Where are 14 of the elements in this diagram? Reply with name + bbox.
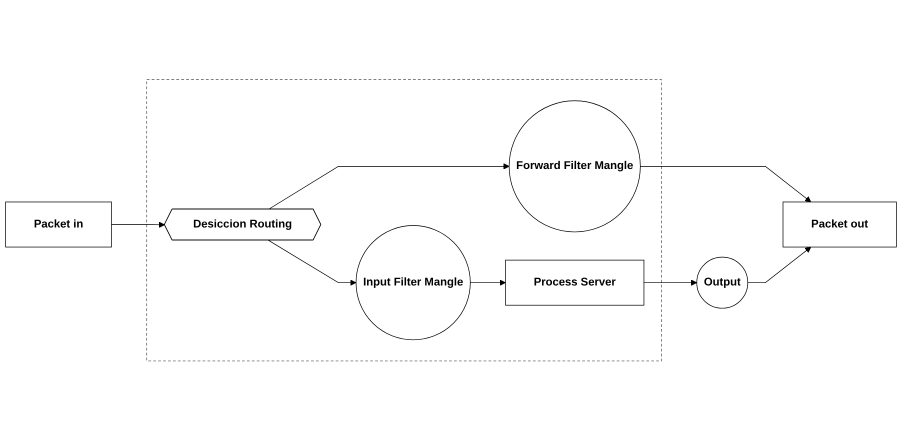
- cluster: [146, 80, 662, 362]
- node-box: Packet out: [782, 202, 897, 248]
- node-box: Packet in: [5, 202, 112, 248]
- arrow: [747, 247, 812, 284]
- node-circle: Output: [696, 257, 748, 309]
- arrow: [470, 280, 506, 286]
- node-box: Process Server: [505, 260, 644, 306]
- arrow: [268, 240, 356, 286]
- arrow: [111, 222, 165, 228]
- node-circle: Forward Filter Mangle: [508, 100, 641, 233]
- arrow: [640, 166, 812, 202]
- arrow: [268, 163, 510, 210]
- node-circle: Input Filter Mangle: [356, 225, 471, 340]
- arrow: [644, 280, 698, 286]
